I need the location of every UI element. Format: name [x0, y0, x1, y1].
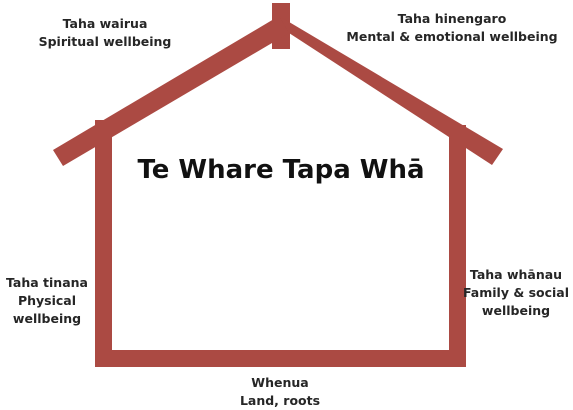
wall-left	[95, 120, 112, 366]
label-english-line2: wellbeing	[12, 311, 82, 326]
roof-right	[279, 16, 503, 165]
label-taha-tinana: Taha tinana Physical wellbeing	[4, 274, 90, 328]
label-maori: Taha wairua	[62, 16, 148, 31]
label-maori: Whenua	[251, 375, 309, 390]
label-english: Land, roots	[239, 393, 321, 408]
diagram-title: Te Whare Tapa Whā	[137, 155, 425, 185]
label-english-line1: Physical	[17, 293, 77, 308]
label-english: Spiritual wellbeing	[38, 34, 172, 49]
label-english-line1: Family & social	[462, 285, 570, 300]
label-whenua: Whenua Land, roots	[200, 374, 360, 410]
wall-right	[449, 125, 466, 366]
floor	[95, 350, 466, 367]
label-english-line2: wellbeing	[481, 303, 551, 318]
label-maori: Taha whānau	[469, 267, 563, 282]
label-taha-whanau: Taha whānau Family & social wellbeing	[460, 266, 572, 320]
label-english: Mental & emotional wellbeing	[346, 29, 558, 44]
label-taha-wairua: Taha wairua Spiritual wellbeing	[20, 15, 190, 51]
label-maori: Taha tinana	[6, 275, 88, 290]
label-taha-hinengaro: Taha hinengaro Mental & emotional wellbe…	[342, 10, 562, 46]
label-maori: Taha hinengaro	[397, 11, 507, 26]
